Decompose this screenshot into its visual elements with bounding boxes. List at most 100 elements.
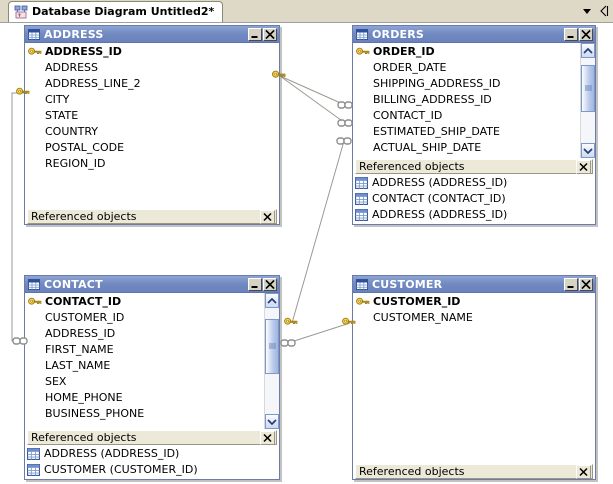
column-row[interactable]: ADDRESS_LINE_2 [25, 76, 279, 92]
scroll-left-icon[interactable] [598, 4, 610, 18]
referenced-objects-label: Referenced objects [359, 465, 465, 478]
referenced-objects-bar[interactable]: Referenced objects [27, 209, 277, 224]
close-button[interactable] [263, 27, 277, 41]
column-row[interactable]: CONTACT_ID [353, 108, 580, 124]
scroll-down-arrow-icon[interactable] [581, 143, 595, 158]
minimize-button[interactable] [564, 27, 578, 41]
table-title-bar[interactable]: ADDRESS [25, 26, 279, 43]
column-row[interactable]: ACTUAL_SHIP_DATE [353, 140, 580, 156]
relationship-line[interactable] [291, 140, 345, 324]
column-name: LAST_NAME [45, 359, 111, 372]
column-name: ADDRESS_LINE_2 [45, 77, 141, 90]
minimize-button[interactable] [248, 27, 262, 41]
close-button[interactable] [579, 27, 593, 41]
table-icon [356, 278, 368, 290]
column-row[interactable]: ADDRESS_ID [25, 44, 279, 60]
referenced-objects-close-icon[interactable] [260, 430, 275, 445]
referenced-objects-label: Referenced objects [31, 210, 137, 223]
scrollbar-thumb[interactable] [581, 64, 595, 112]
column-name: ADDRESS [45, 61, 99, 74]
column-name: HOME_PHONE [45, 391, 123, 404]
column-name: ACTUAL_SHIP_DATE [373, 141, 482, 154]
referenced-object-item[interactable]: ADDRESS (ADDRESS_ID) [355, 175, 595, 191]
column-row[interactable]: ADDRESS [25, 60, 279, 76]
column-name: ADDRESS_ID [45, 327, 116, 340]
relationship-line[interactable] [11, 92, 24, 342]
table-icon [355, 193, 368, 205]
table-title-bar[interactable]: ORDERS [353, 26, 595, 43]
vertical-scrollbar[interactable] [580, 43, 595, 158]
column-row[interactable]: CUSTOMER_ID [25, 310, 264, 326]
scrollbar-track[interactable] [581, 58, 595, 143]
referenced-object-label: ADDRESS (ADDRESS_ID) [372, 176, 508, 189]
column-row[interactable]: REGION_ID [25, 156, 279, 172]
column-name: ORDER_DATE [373, 61, 447, 74]
referenced-objects-bar[interactable]: Referenced objects [27, 430, 277, 445]
column-name: ESTIMATED_SHIP_DATE [373, 125, 500, 138]
column-row[interactable]: BILLING_ADDRESS_ID [353, 92, 580, 108]
column-row[interactable]: ORDER_ID [353, 44, 580, 60]
relationship-line[interactable] [287, 322, 351, 344]
table-name-label: ORDERS [372, 27, 425, 41]
table-icon [356, 28, 368, 40]
column-row[interactable]: ADDRESS_ID [25, 326, 264, 342]
column-row[interactable]: CONTACT_ID [25, 294, 264, 310]
column-row[interactable]: FIRST_NAME [25, 342, 264, 358]
referenced-objects-close-icon[interactable] [576, 464, 591, 479]
table-icon [355, 177, 368, 189]
column-row[interactable]: COUNTRY [25, 124, 279, 140]
column-row[interactable]: STATE [25, 108, 279, 124]
scrollbar-track[interactable] [265, 308, 279, 414]
column-row[interactable]: ORDER_DATE [353, 60, 580, 76]
referenced-object-item[interactable]: CONTACT (CONTACT_ID) [355, 191, 595, 207]
table-name-label: ADDRESS [44, 27, 104, 41]
referenced-object-item[interactable]: ADDRESS (ADDRESS_ID) [355, 207, 595, 223]
minimize-button[interactable] [248, 277, 262, 291]
scroll-up-arrow-icon[interactable] [265, 293, 279, 308]
referenced-objects-list: ADDRESS (ADDRESS_ID)CONTACT (CONTACT_ID)… [353, 174, 595, 224]
column-row[interactable]: SEX [25, 374, 264, 390]
primary-key-icon [28, 47, 45, 58]
minimize-button[interactable] [564, 277, 578, 291]
close-button[interactable] [263, 277, 277, 291]
scroll-down-arrow-icon[interactable] [265, 414, 279, 429]
column-row[interactable]: CITY [25, 92, 279, 108]
column-name: CONTACT_ID [45, 295, 122, 308]
column-row[interactable]: SHIPPING_ADDRESS_ID [353, 76, 580, 92]
column-row[interactable]: HOME_PHONE [25, 390, 264, 406]
scrollbar-thumb[interactable] [265, 318, 279, 374]
table-title-bar[interactable]: CUSTOMER [353, 276, 595, 293]
tab-database-diagram[interactable]: Database Diagram Untitled2* [8, 1, 224, 22]
column-row[interactable]: BUSINESS_PHONE [25, 406, 264, 422]
chevron-down-icon[interactable] [581, 5, 593, 17]
relationship-line[interactable] [279, 75, 346, 106]
vertical-scrollbar[interactable] [264, 293, 279, 429]
referenced-object-item[interactable]: ADDRESS (ADDRESS_ID) [27, 446, 279, 462]
column-row[interactable]: CUSTOMER_ID [353, 294, 595, 310]
column-row[interactable]: ESTIMATED_SHIP_DATE [353, 124, 580, 140]
table-icon [355, 209, 368, 221]
table-title-bar[interactable]: CONTACT [25, 276, 279, 293]
column-row[interactable]: POSTAL_CODE [25, 140, 279, 156]
referenced-object-item[interactable]: CUSTOMER (CUSTOMER_ID) [27, 462, 279, 478]
referenced-objects-bar[interactable]: Referenced objects [355, 159, 593, 174]
referenced-objects-close-icon[interactable] [260, 209, 275, 224]
referenced-objects-bar[interactable]: Referenced objects [355, 464, 593, 479]
column-row[interactable]: LAST_NAME [25, 358, 264, 374]
column-row[interactable]: CUSTOMER_NAME [353, 310, 595, 326]
scroll-up-arrow-icon[interactable] [581, 43, 595, 58]
close-button[interactable] [579, 277, 593, 291]
relationship-line[interactable] [279, 75, 346, 124]
referenced-objects-close-icon[interactable] [576, 159, 591, 174]
column-name: SHIPPING_ADDRESS_ID [373, 77, 501, 90]
